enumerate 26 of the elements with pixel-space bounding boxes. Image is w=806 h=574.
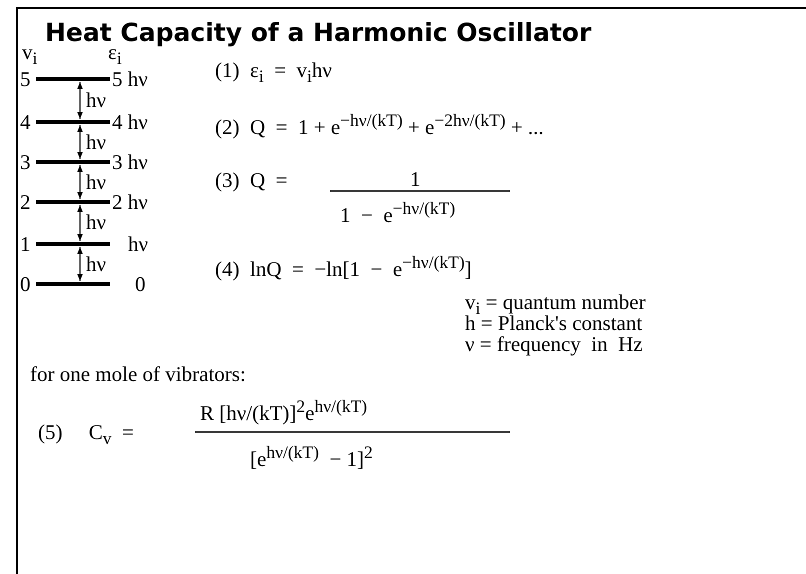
equation: (2) Q = 1 + e$^{−hν/(kT)}$ + e$^{−2hν/(kT)}$ + ... [215,109,544,139]
level-number: 3 [20,150,30,174]
level-number: 4 [20,110,30,134]
energy-label: 2 hν [112,190,148,214]
equation: 1 − e$^{−hν/(kT)}$ [340,197,456,227]
gap-label: hν [86,130,106,154]
gap-label: hν [86,252,106,276]
energy-label: hν [128,232,148,256]
equation: (5) C$_{v}$ = [38,420,134,450]
energy-label: 4 hν [112,110,148,134]
gap-label: hν [86,210,106,234]
equation: (1) ε$_{i}$ = v$_{i}$hν [215,58,332,88]
note: for one mole of vibrators: [30,362,246,386]
gap-label: hν [86,88,106,112]
level-number: 0 [20,272,30,296]
equation: R [hν/(kT)]$^{2}$e$^{hν/(kT)}$ [200,395,368,425]
gap-label: hν [86,170,106,194]
equation: (3) Q = [215,168,288,192]
energy-label: 3 hν [112,150,148,174]
level-number: 1 [20,232,30,256]
equation: [e$^{hν/(kT)}$ − 1]$^{2}$ [250,441,373,471]
definition: ν = frequency in Hz [465,332,643,356]
equation: 1 [410,167,420,191]
energy-label: 0 [135,272,146,296]
level-number: 2 [20,190,30,214]
equation: (4) lnQ = −ln[1 − e$^{−hν/(kT)}$] [215,251,472,281]
